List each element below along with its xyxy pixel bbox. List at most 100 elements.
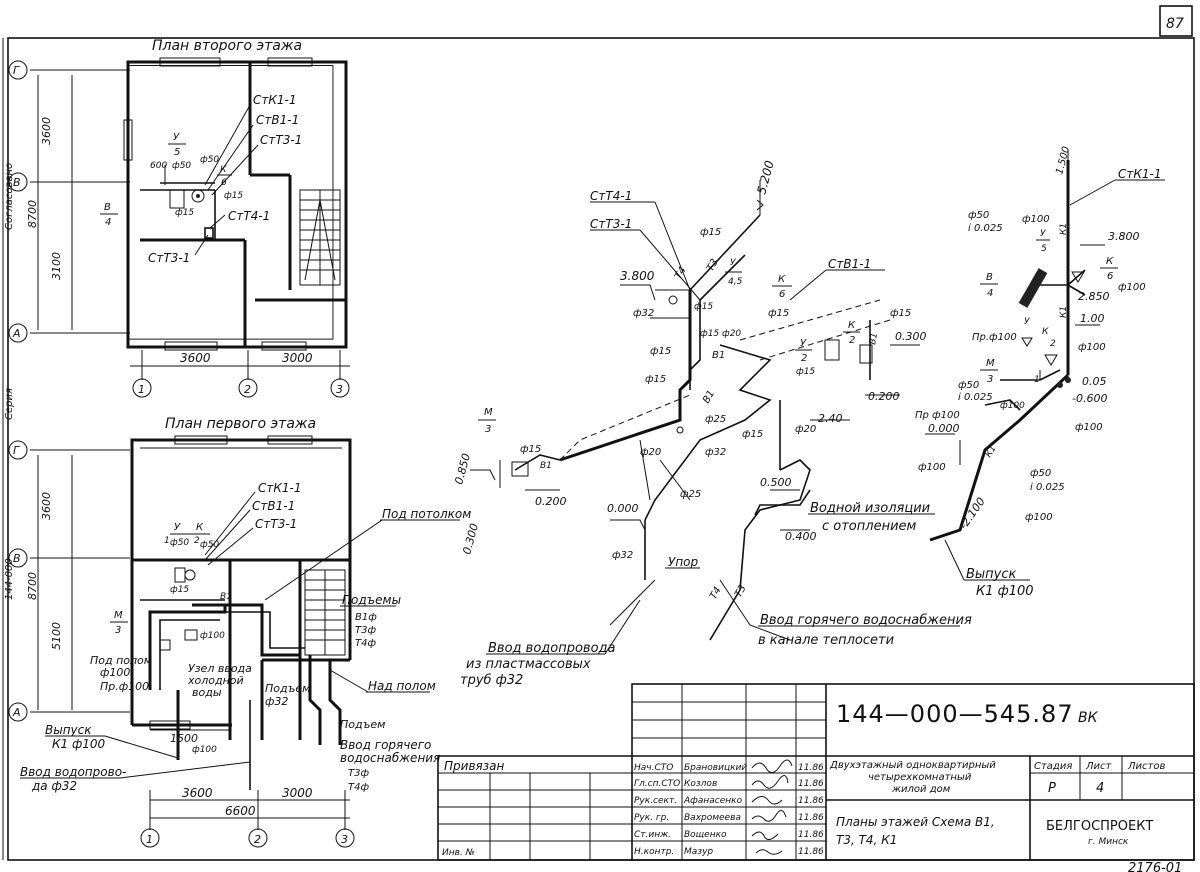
doc-suffix: ВК xyxy=(1078,710,1099,726)
dim-bottom-2a: 3600 xyxy=(180,351,211,365)
axis-col-2-1: 2 xyxy=(254,833,261,846)
water-node-label-3: воды xyxy=(192,686,222,699)
axo-level-0300b: 0.300 xyxy=(895,330,927,343)
riser-2-t4: СтТ4-1 xyxy=(228,209,270,223)
dia-2-15: ф15 xyxy=(175,208,194,218)
axo-ref-y2-bot: 2 xyxy=(801,353,807,364)
axo-k-ref-1: 1 xyxy=(1034,375,1040,385)
ref-m3-top-1: М xyxy=(114,610,123,621)
axo-dia-4: ф15 xyxy=(645,374,666,385)
dim-left-1a: 3600 xyxy=(40,492,53,520)
axo-level-0000: 0.000 xyxy=(607,502,639,515)
axo-dia-8: ф25 xyxy=(705,414,726,425)
project-title-1: Двухэтажный одноквартирный xyxy=(829,760,996,771)
dim-left-2b: 8700 xyxy=(26,200,39,228)
first-floor-plan: План первого этажа Г В А 3600 8700 5100 xyxy=(8,416,471,848)
dia-2-600: 600 xyxy=(150,161,167,171)
ref-1-2: 2 xyxy=(194,536,200,546)
axo-ref-m3-top: М xyxy=(484,407,493,418)
axo-dia-2: ф32 xyxy=(633,308,654,319)
axo-dia-18: ф15 xyxy=(520,444,541,455)
outlet-d-1: К1 ф100 xyxy=(52,737,105,751)
second-floor-plan: План второго этажа Г В А 3600 8700 3100 xyxy=(8,38,350,398)
axo-k-dia-8: i 0.025 xyxy=(958,392,993,403)
name-3: Афанасенко xyxy=(683,796,743,806)
ref-k6-bottom: 6 xyxy=(221,178,227,188)
org-name: БЕЛГОСПРОЕКТ xyxy=(1046,819,1153,834)
axis-col-1-1: 1 xyxy=(146,833,153,846)
ref-y5-bottom: 5 xyxy=(174,147,180,158)
axo-k-level-2850: 2.850 xyxy=(1078,290,1110,303)
signature-1 xyxy=(751,759,793,773)
sheet-title-2: Т3, Т4, К1 xyxy=(836,833,897,847)
note-hot-in-title: Ввод горячего водоснабжения xyxy=(760,613,972,628)
axo-riser-t3: СтТ3-1 xyxy=(590,217,632,231)
axo-k-outlet: Выпуск xyxy=(966,567,1017,582)
role-5: Ст.инж. xyxy=(634,830,671,840)
ref-k6-top: К xyxy=(220,165,227,175)
rise-32-d: ф32 xyxy=(265,695,288,708)
rises-t4: Т4ф xyxy=(355,638,376,649)
axo-level-5200: 5.200 xyxy=(754,159,777,196)
project-title-3: жилой дом xyxy=(891,784,951,795)
axo-level-3800: 3.800 xyxy=(620,269,655,283)
dim-left-2c: 3100 xyxy=(50,252,63,280)
axo-k-level-1500: 1.500 xyxy=(1054,145,1072,176)
axo-k-dia-14: ф100 xyxy=(1025,512,1053,523)
axo-dia-7: ф20 xyxy=(722,329,741,339)
margin-strip-text-1: Согласовано xyxy=(4,163,15,230)
axo-dia-13: ф20 xyxy=(795,424,816,435)
axo-level-0200: 0.200 xyxy=(535,495,567,508)
first-floor-title: План первого этажа xyxy=(165,416,316,432)
attached-label: Привязан xyxy=(444,759,504,773)
axo-k-dia-4: ф100 xyxy=(1118,282,1146,293)
axo-riser-t4: СтТ4-1 xyxy=(590,189,632,203)
axo-k-ref-m3-bot: 3 xyxy=(987,374,993,385)
riser-1-b1: СтВ1-1 xyxy=(252,499,295,513)
project-title-2: четырехкомнатный xyxy=(868,772,972,783)
dim-bottom-1a: 3600 xyxy=(182,786,213,800)
note-water-in-title: Ввод водопровода xyxy=(488,641,616,656)
axo-dia-14: ф32 xyxy=(705,447,726,458)
axo-tag-t3-b: Т3 xyxy=(733,583,749,599)
axo-k-dia-3: ф100 xyxy=(1022,214,1050,225)
role-6: Н.контр. xyxy=(634,847,674,857)
axo-ref-y-top: У xyxy=(730,258,736,268)
axo-k-ref-m3-top: М xyxy=(986,358,995,369)
axis-row-v-2: В xyxy=(13,176,21,189)
axo-level-0400: 0.400 xyxy=(785,530,817,543)
note-water-insulation: Водной изоляции xyxy=(810,501,930,516)
rises-t3: Т3ф xyxy=(355,625,376,636)
archive-number: 2176-01 xyxy=(1128,861,1182,872)
axo-k-dia-9: Пр ф100 xyxy=(915,410,960,421)
axo-k-tag-3: К1 xyxy=(984,444,999,460)
stage-value: Р xyxy=(1048,781,1056,796)
axo-riser-k1: СтК1-1 xyxy=(1118,167,1162,181)
ref-1-k: К xyxy=(196,522,204,533)
sheet-label: Лист xyxy=(1085,761,1113,772)
note-water-in-2: из пластмассовых xyxy=(466,657,591,672)
axo-k-ref-k6-bot: 6 xyxy=(1107,271,1113,282)
axo-tag-b1-c: В1 xyxy=(540,461,552,471)
riser-2-t3: СтТ3-1 xyxy=(260,133,302,147)
axo-tag-t4-b: Т4 xyxy=(708,585,724,601)
axo-k-dia-11: ф100 xyxy=(918,462,946,473)
axo-dia-17: ф15 xyxy=(796,367,815,377)
axo-dia-12: ф15 xyxy=(742,429,763,440)
axo-ref-m3-bot: 3 xyxy=(485,424,491,435)
inv-label: Инв. № xyxy=(442,848,475,858)
date-2: 11.86 xyxy=(798,779,824,789)
axo-ref-y-bot: 4,5 xyxy=(728,277,743,287)
stair-1 xyxy=(304,569,346,656)
axo-k-dia-1: ф50 xyxy=(968,210,989,221)
axo-level-0500: 0.500 xyxy=(760,476,792,489)
axo-k-dia-2: i 0.025 xyxy=(968,223,1003,234)
axo-k-level-005: 0.05 xyxy=(1082,375,1107,388)
axo-k-level-3800: 3.800 xyxy=(1108,230,1140,243)
axo-k-dia-5: ф100 xyxy=(1078,342,1106,353)
axo-k-ref-y5-bot: 5 xyxy=(1041,244,1047,254)
margin-strip: Согласовано Серия 144-000 xyxy=(4,163,15,600)
signature-4 xyxy=(751,810,787,822)
axo-k-ref-y: У xyxy=(1024,317,1030,327)
